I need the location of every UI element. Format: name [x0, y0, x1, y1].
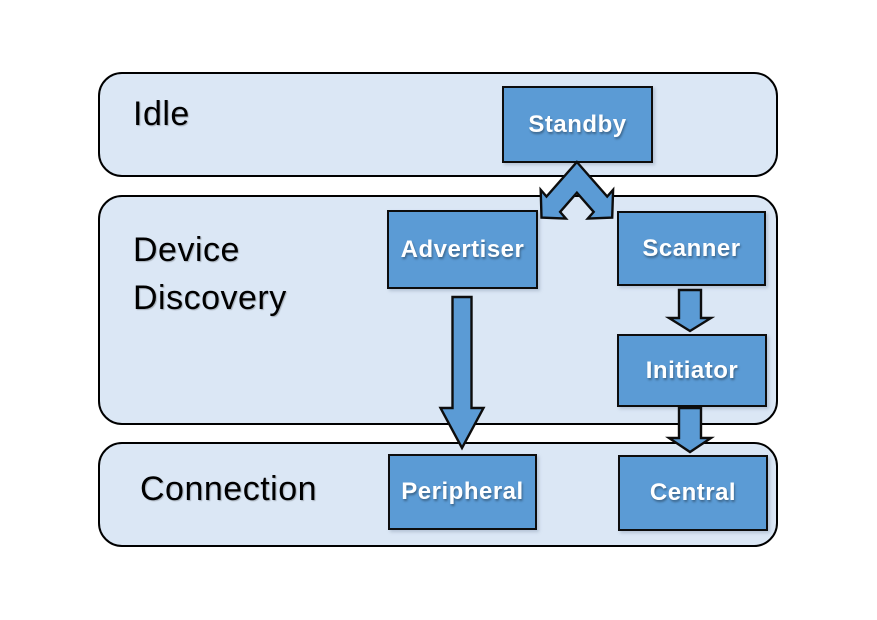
state-peripheral: Peripheral [388, 454, 537, 530]
state-central-label: Central [649, 479, 737, 506]
scanner-initiator-down-arrow-icon [664, 288, 716, 333]
standby-discovery-bidirectional-arrow-icon [539, 160, 615, 220]
state-advertiser-label: Advertiser [400, 235, 525, 263]
initiator-central-down-arrow-icon [665, 406, 715, 454]
section-connection-label: Connection [140, 470, 318, 508]
state-advertiser: Advertiser [387, 210, 538, 289]
section-idle-label: Idle [133, 95, 190, 133]
state-peripheral-label: Peripheral [401, 478, 524, 505]
state-scanner-label: Scanner [642, 234, 741, 262]
state-scanner: Scanner [617, 211, 766, 286]
section-idle: Idle [98, 72, 778, 177]
state-standby: Standby [502, 86, 653, 163]
state-initiator-label: Initiator [645, 356, 739, 384]
state-initiator: Initiator [617, 334, 767, 407]
state-central: Central [618, 455, 768, 531]
advertiser-peripheral-down-arrow-icon [438, 295, 486, 451]
section-device-discovery-label: Device Discovery [133, 231, 287, 317]
state-standby-label: Standby [528, 110, 627, 138]
